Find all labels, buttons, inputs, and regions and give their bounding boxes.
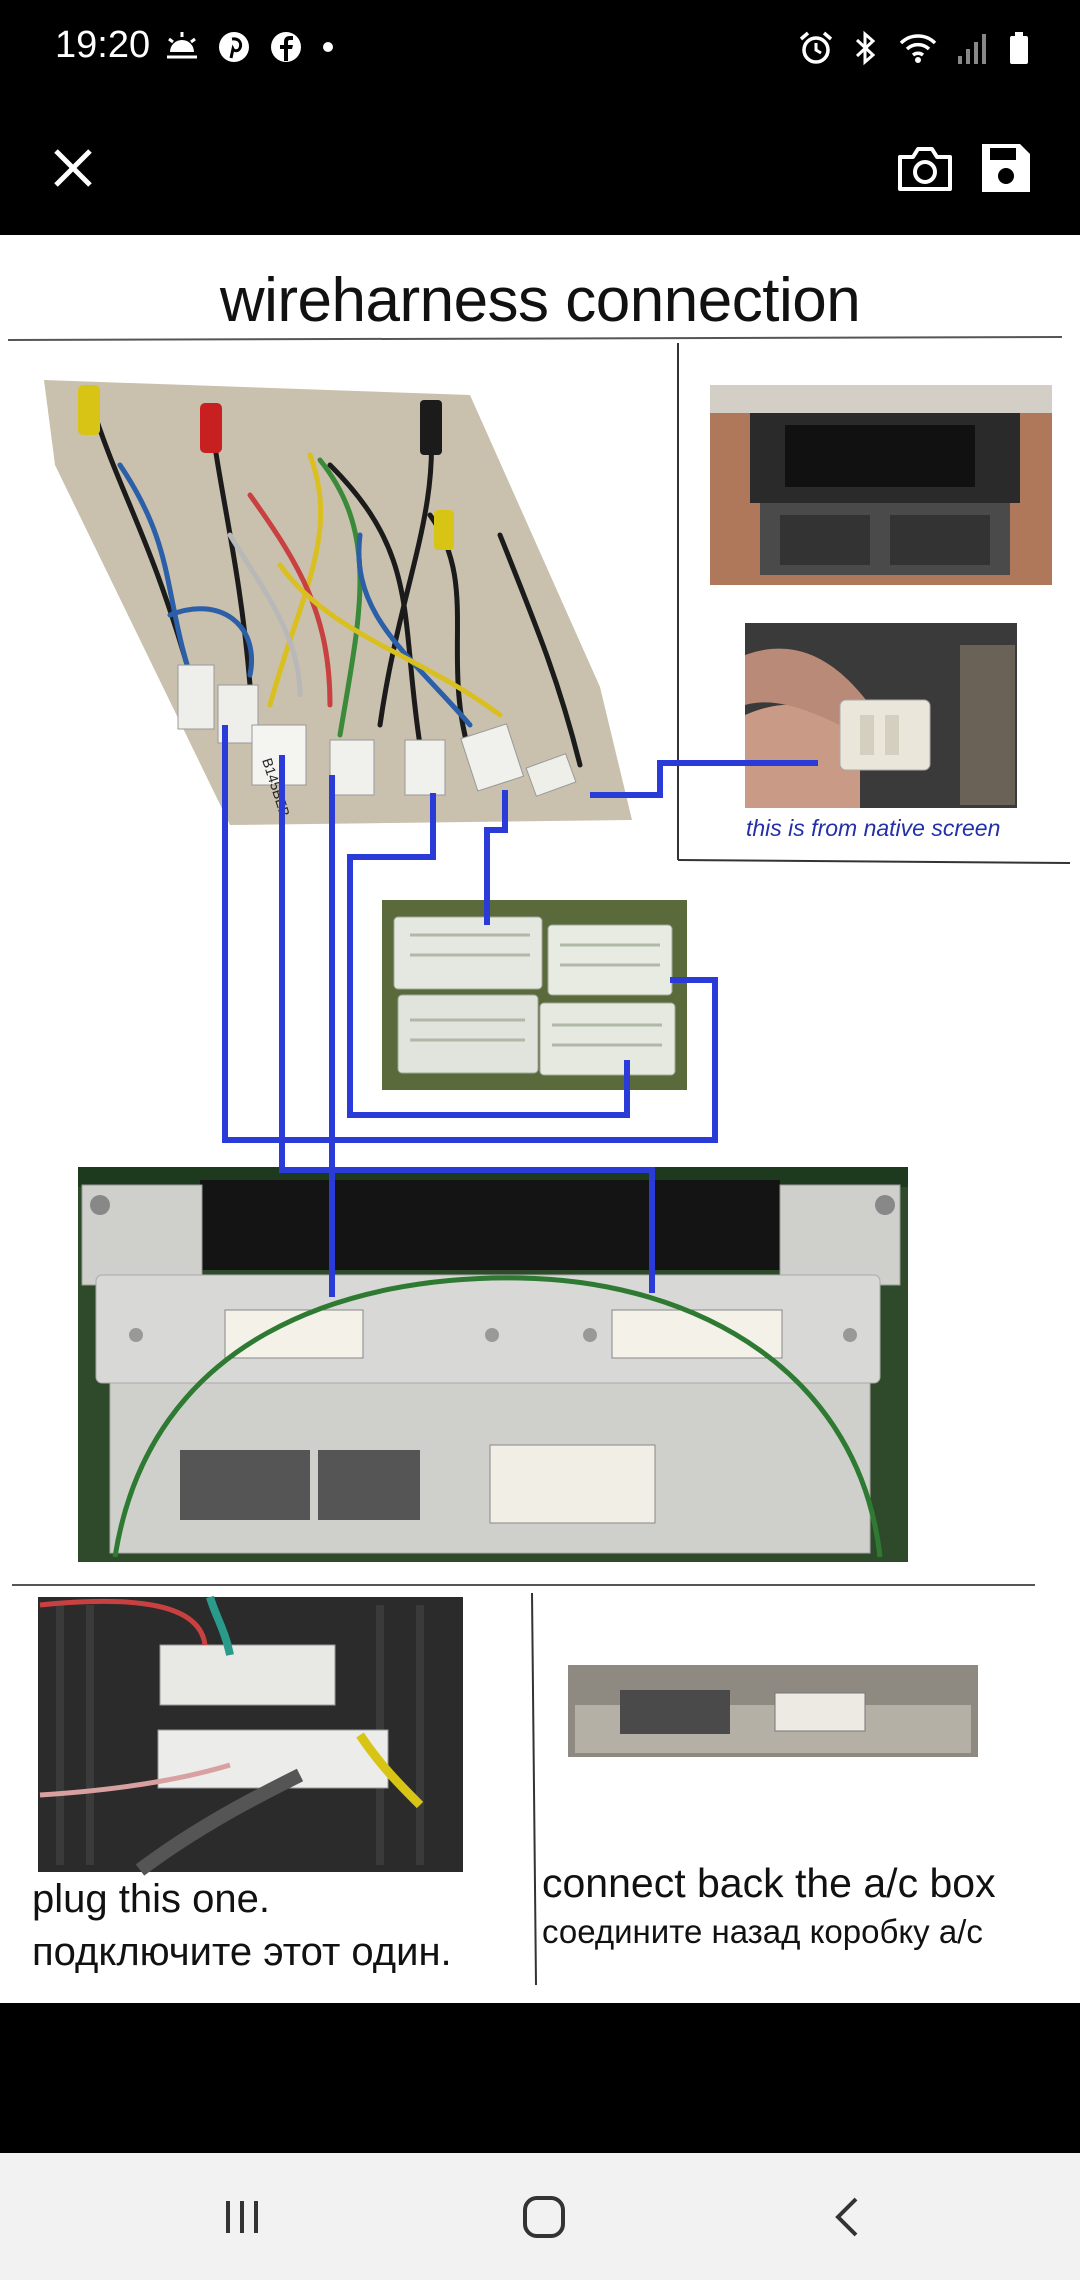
native-screen-photo [710,385,1052,585]
camera-icon [898,147,952,191]
status-bar: 19:20 [0,0,1080,100]
close-button[interactable] [43,138,103,198]
home-button[interactable] [514,2187,574,2247]
signal-icon [958,34,986,64]
save-icon [982,144,1030,192]
viewer-bottom-area [0,2003,1080,2153]
viewer-toolbar [0,100,1080,235]
diagram-title: wireharness connection [219,266,861,335]
wifi-icon [899,34,937,63]
pinterest-icon [219,32,249,62]
system-nav-bar [0,2153,1080,2280]
back-icon [835,2197,858,2237]
alarm-icon [799,31,833,64]
plug-photo [38,1595,463,1876]
status-left-icons [165,30,335,64]
home-icon [523,2196,565,2238]
plug-caption-ru: подключите этот один. [32,1930,452,1974]
head-unit-photo [78,1167,908,1562]
weather-sunrise-icon [167,32,197,59]
recents-button[interactable] [212,2187,272,2247]
close-icon [54,149,92,187]
native-screen-caption: this is from native screen [746,815,1001,841]
dot-icon [323,42,333,52]
status-time: 19:20 [55,24,151,66]
wiring-diagram: B145BEB [7,336,1071,1986]
ac-caption-en: connect back the a/c box [542,1860,996,1906]
camera-button[interactable] [895,138,955,198]
ac-box-photo [566,1660,981,1760]
wire-harness-photo: B145BEB [44,380,632,825]
status-right-icons [798,30,1030,66]
white-connectors-photo [382,900,687,1090]
plug-caption-en: plug this one. [32,1877,270,1921]
back-button[interactable] [818,2187,878,2247]
ac-caption-ru: соедините назад коробку а/с [542,1913,983,1950]
native-connector-photo [745,623,1017,808]
blue-connection-lines [222,725,818,1297]
battery-icon [1010,32,1028,64]
image-viewer[interactable]: wireharness connection [0,235,1080,2003]
bluetooth-icon [855,30,876,66]
facebook-icon [271,32,301,62]
save-button[interactable] [976,138,1036,198]
recents-icon [226,2201,258,2233]
